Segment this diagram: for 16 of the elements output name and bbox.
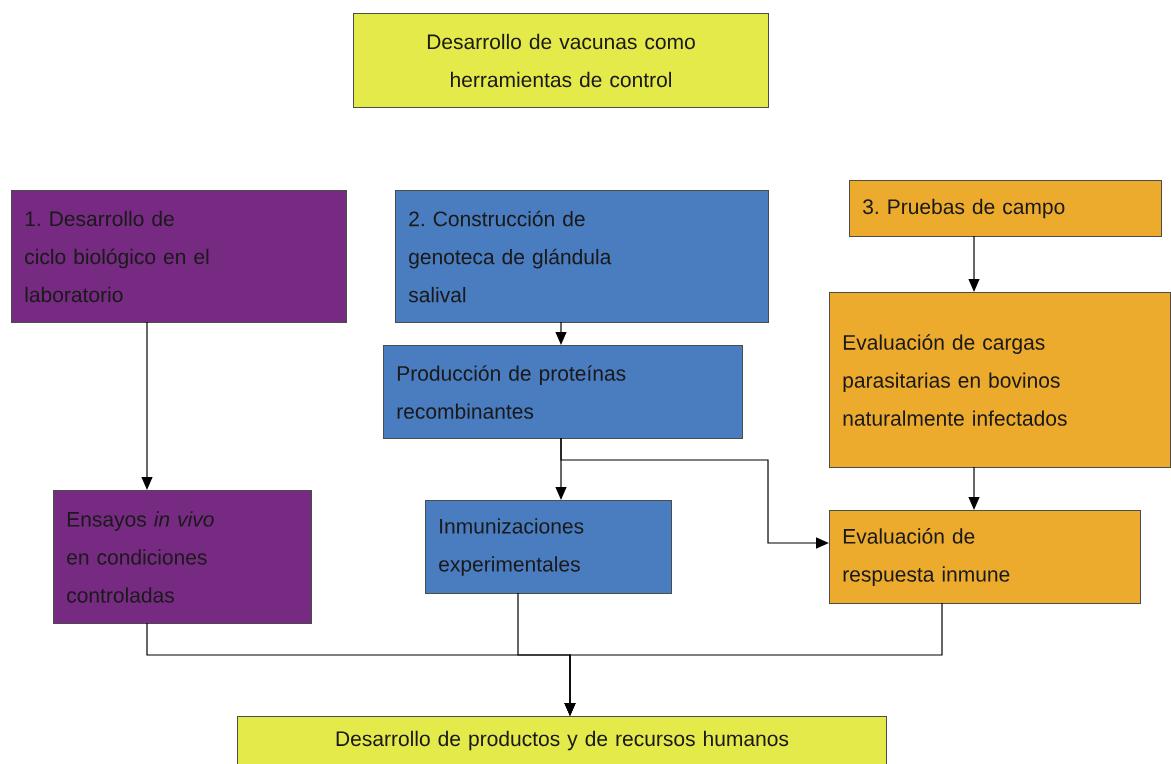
goal-box: Desarrollo de vacunas como herramientas de control [353,13,769,108]
arrow [968,235,980,292]
process-box: 3. Pruebas de campo [849,180,1162,237]
process-box: 1. Desarrollo de ciclo biológico en el laboratorio [11,190,347,323]
process-box: 2. Construcción de genoteca de glándula salival [395,190,769,323]
process-box: Inmunizaciones experimentales [425,500,672,594]
process-box: Evaluación de cargas parasitarias en bovinos naturalmente infectados [829,292,1171,468]
process-box: Ensayos in vivo en condiciones controladas [53,490,312,624]
arrow [555,321,567,345]
arrow [968,466,980,510]
process-box: Evaluación de respuesta inmune [829,510,1141,604]
goal-box: Desarrollo de productos y de recursos humanos [237,716,887,764]
arrow [564,602,943,716]
arrow [560,437,829,549]
arrow [141,321,153,490]
process-box: Producción de proteínas recombinantes [383,345,743,439]
